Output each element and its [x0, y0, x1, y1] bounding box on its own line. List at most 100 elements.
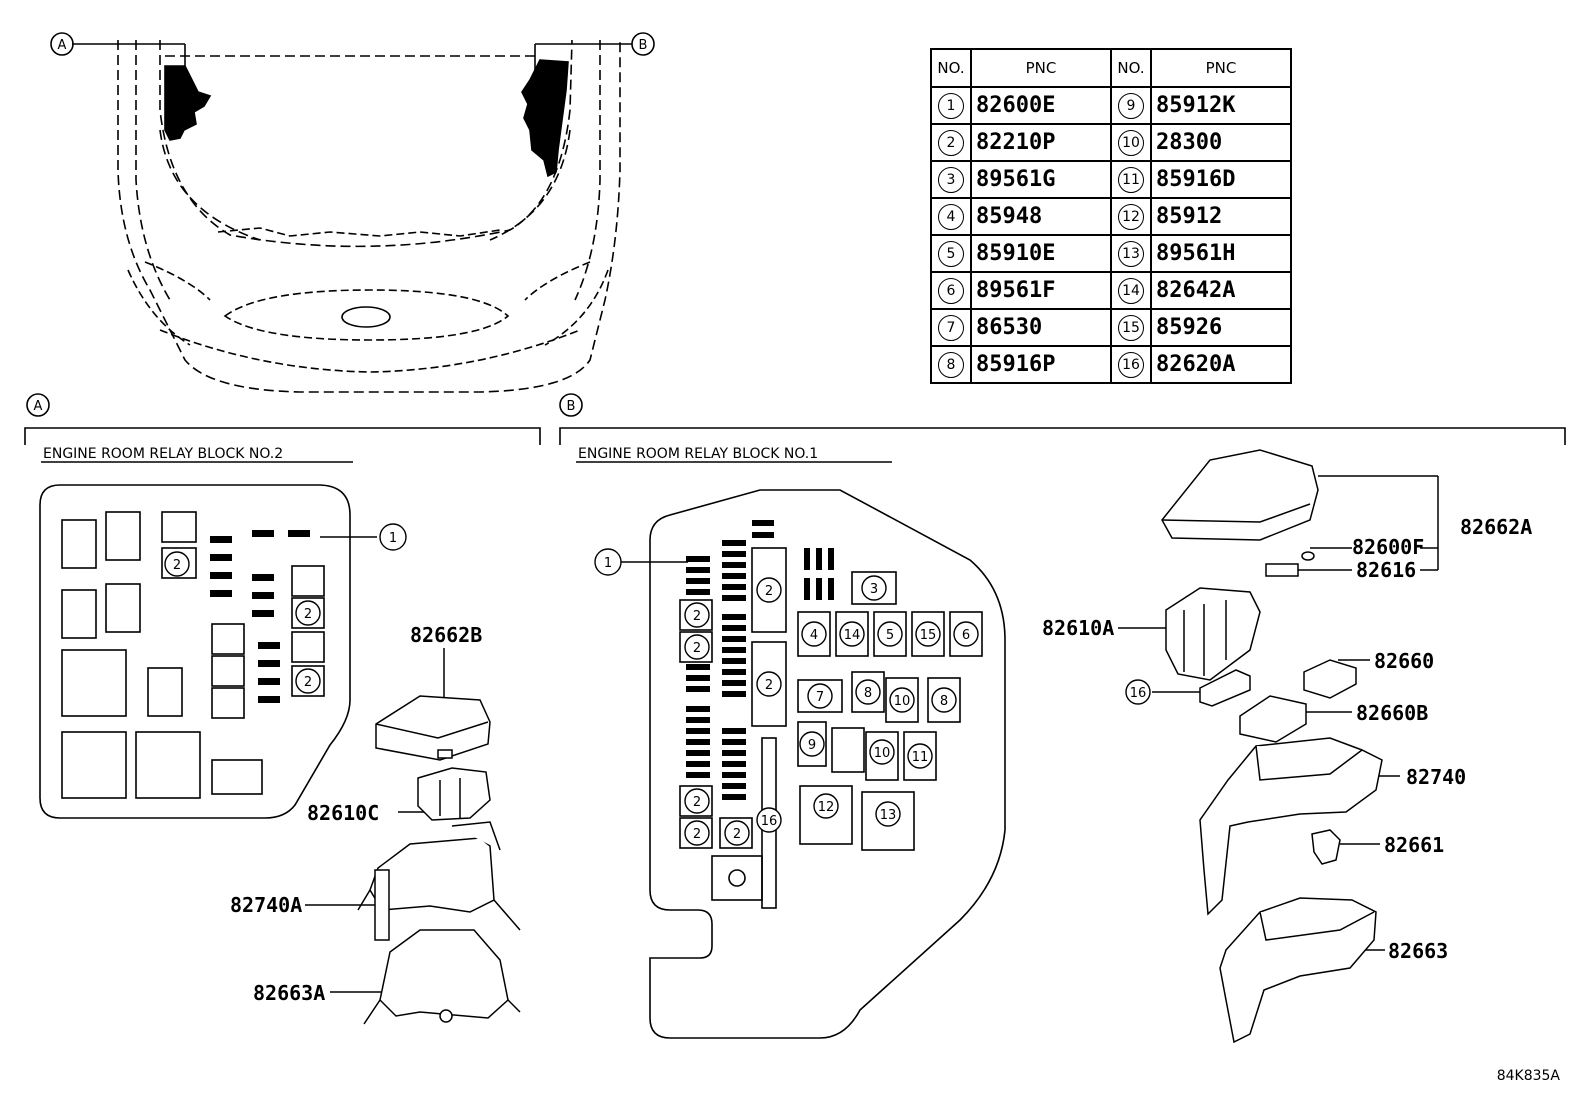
fuse-mark	[686, 675, 710, 681]
view-b-letter: B	[567, 399, 576, 414]
callout-number: 2	[693, 827, 701, 842]
part-number: 82600E	[970, 86, 1112, 125]
row-number: 2	[938, 129, 964, 156]
callout-number: 2	[304, 675, 312, 690]
row-number-cell: 3	[930, 160, 972, 199]
fuse-mark	[722, 794, 746, 800]
callout-number: 6	[962, 628, 970, 643]
callout-circle	[915, 621, 941, 647]
callout-circle	[869, 739, 895, 765]
label-82600f: 82600F	[1352, 535, 1424, 559]
fuse-mark	[722, 551, 746, 557]
label-82662a: 82662A	[1460, 515, 1532, 539]
fuse-mark	[210, 590, 232, 597]
fuse-mark	[722, 772, 746, 778]
callout-number: 2	[304, 607, 312, 622]
fuse-mark	[722, 614, 746, 620]
fuse-mark	[722, 728, 746, 734]
row-number: 10	[1118, 129, 1144, 156]
fuse-mark	[686, 706, 710, 712]
fuse-mark	[804, 578, 810, 600]
callout-circle	[295, 668, 321, 694]
row-number-cell: 1	[930, 86, 972, 125]
row-number: 5	[938, 240, 964, 267]
fuse-mark	[722, 636, 746, 642]
fuse-mark	[722, 595, 746, 601]
vehicle-front-view	[72, 39, 632, 393]
fuse-mark	[686, 686, 710, 692]
callout-circle	[877, 621, 903, 647]
fuse-mark	[804, 548, 810, 570]
fuse-mark	[252, 610, 274, 617]
fuse-mark	[258, 696, 280, 703]
fuse-mark	[686, 750, 710, 756]
label-82740a: 82740A	[230, 893, 302, 917]
row-number-cell: 15	[1110, 308, 1152, 347]
fuse-mark	[722, 584, 746, 590]
callout-number: 16	[761, 814, 778, 829]
part-number: 85910E	[970, 234, 1112, 273]
callout-number: 14	[844, 628, 861, 643]
fuse-mark	[288, 530, 310, 537]
callout-number: 11	[912, 750, 929, 765]
callout-number: 2	[733, 827, 741, 842]
part-number: 89561H	[1150, 234, 1292, 273]
label-82661: 82661	[1384, 833, 1444, 857]
row-number: 4	[938, 203, 964, 230]
fuse-mark	[722, 562, 746, 568]
header-pnc: PNC	[970, 48, 1112, 88]
row-number-cell: 12	[1110, 197, 1152, 236]
callout-circle	[875, 801, 901, 827]
callout-circle	[839, 621, 865, 647]
fuse-mark	[258, 660, 280, 667]
callout-circle	[756, 807, 782, 833]
callout-circle	[801, 621, 827, 647]
callout-number: 2	[693, 641, 701, 656]
callout-circle	[594, 548, 622, 576]
fuse-mark	[722, 658, 746, 664]
callout-number: 10	[894, 694, 911, 709]
fuse-mark	[686, 761, 710, 767]
part-number: 89561F	[970, 271, 1112, 310]
header-pnc-2: PNC	[1150, 48, 1292, 88]
part-number: 85926	[1150, 308, 1292, 347]
callout-circle	[799, 731, 825, 757]
row-number-cell: 9	[1110, 86, 1152, 125]
fuse-mark	[686, 567, 710, 573]
row-number: 1	[938, 92, 964, 119]
callout-number: 1	[389, 531, 397, 546]
callout-number: 7	[816, 690, 824, 705]
callout-number: 10	[874, 746, 891, 761]
callout-circle	[756, 671, 782, 697]
label-82616: 82616	[1356, 558, 1416, 582]
fuse-mark	[258, 678, 280, 685]
fuse-mark	[686, 717, 710, 723]
fuse-mark	[686, 772, 710, 778]
row-number-cell: 6	[930, 271, 972, 310]
fuse-mark	[722, 647, 746, 653]
view-b-marker	[559, 393, 583, 417]
label-82662b: 82662B	[410, 623, 482, 647]
callout-circle	[889, 687, 915, 713]
row-number-cell: 5	[930, 234, 972, 273]
fuse-mark	[252, 574, 274, 581]
callout-circle	[164, 551, 190, 577]
fuse-mark	[722, 540, 746, 546]
callout-number: 2	[765, 678, 773, 693]
callout-circle	[684, 788, 710, 814]
pnc-table-header: NO. PNC NO. PNC	[930, 48, 1292, 88]
callout-number: 15	[920, 628, 937, 643]
row-number: 6	[938, 277, 964, 304]
callout-number: 2	[765, 584, 773, 599]
callout-circle	[855, 679, 881, 705]
component-drawings	[357, 449, 1383, 1044]
callout-circle	[295, 600, 321, 626]
part-number: 82642A	[1150, 271, 1292, 310]
row-number-cell: 2	[930, 123, 972, 162]
fuse-mark	[752, 532, 774, 538]
callout-number: 8	[940, 694, 948, 709]
